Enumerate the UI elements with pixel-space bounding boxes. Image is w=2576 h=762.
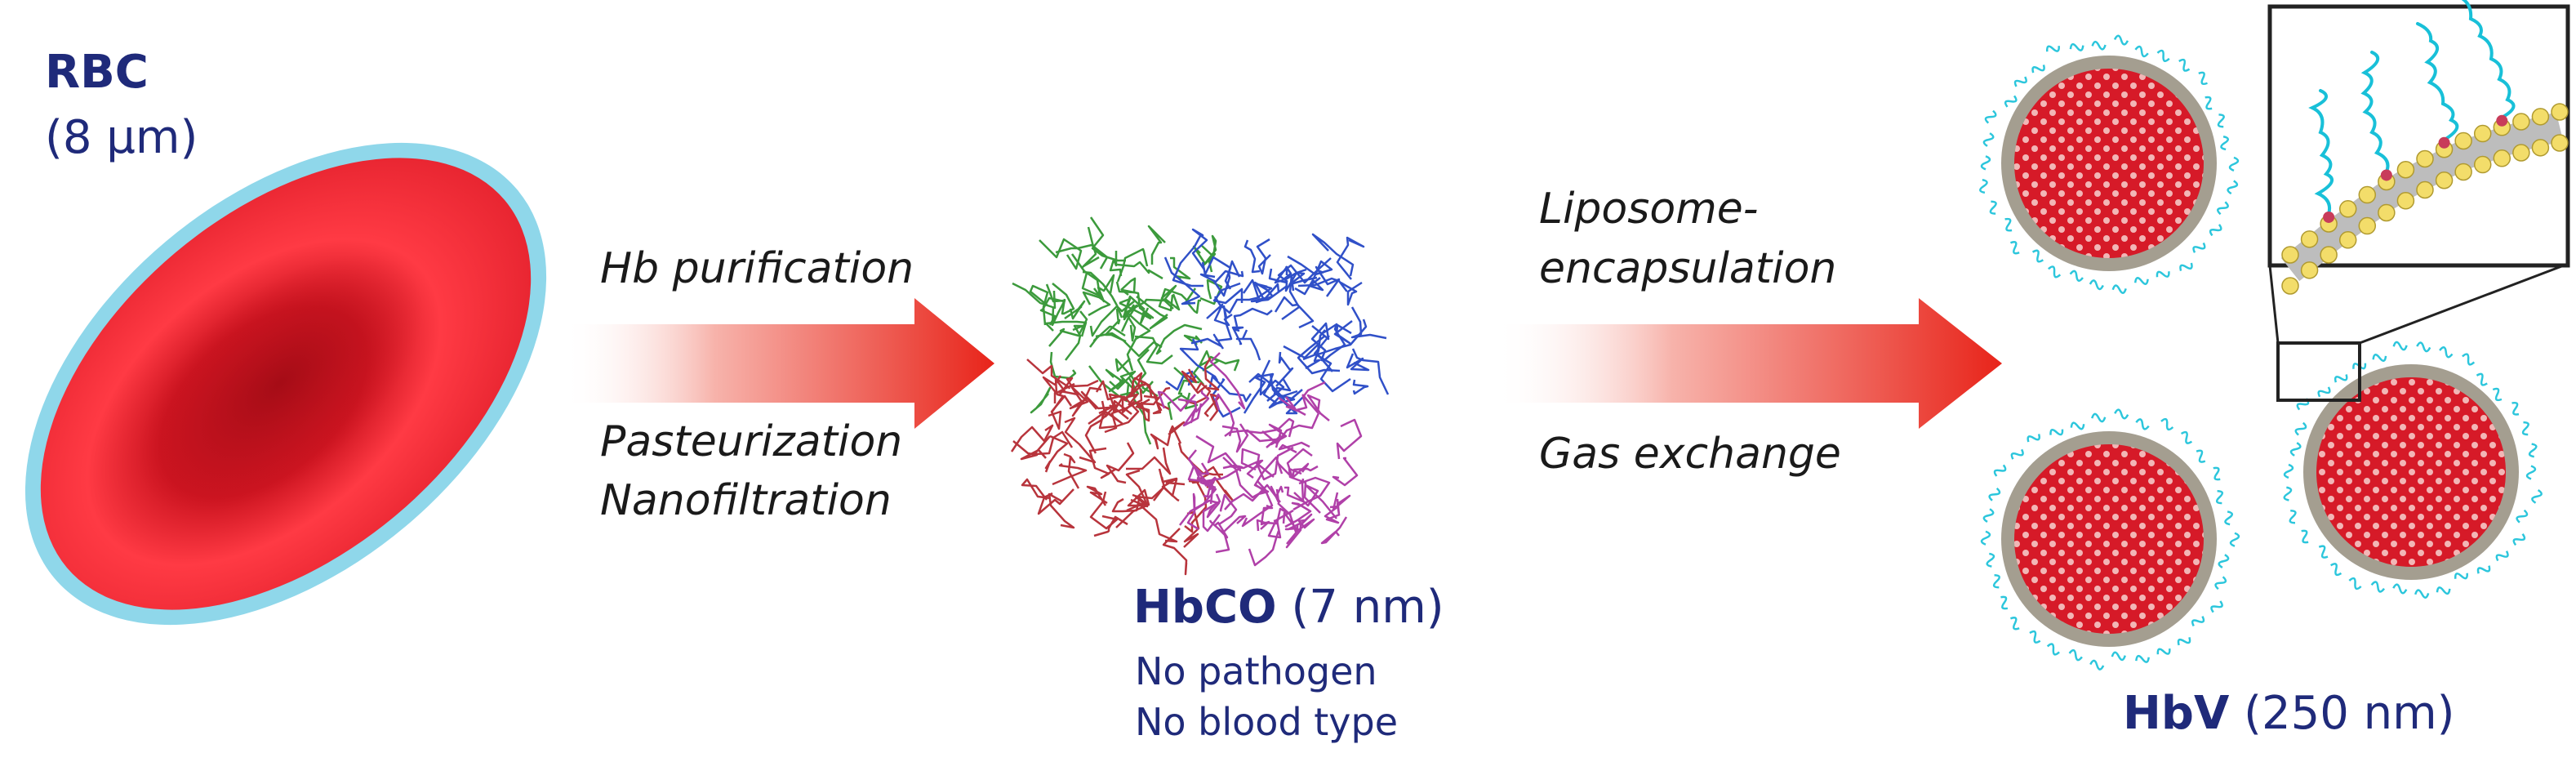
hbv-vesicle-3	[2283, 341, 2543, 599]
hbv-label: HbV (250 nm)	[2123, 686, 2455, 741]
hbco-name: HbCO	[1133, 581, 1277, 634]
zoom-line-left	[2268, 265, 2280, 344]
step1-above-label: Hb purification	[600, 244, 914, 293]
rbc-label: RBC	[45, 46, 149, 99]
zoom-source-box	[2276, 341, 2361, 402]
process-arrow-1	[563, 298, 994, 429]
step1-below-label-2: Nanofiltration	[600, 476, 892, 525]
process-arrow-2	[1494, 298, 2002, 429]
hbv-vesicle-1	[1979, 34, 2240, 294]
zoom-line-right	[2359, 264, 2565, 345]
step1-below-label-1: Pasteurization	[600, 417, 903, 466]
rbc-size: (8 μm)	[45, 111, 198, 164]
hbv-size: (250 nm)	[2229, 687, 2455, 740]
hbv-vesicle-2	[1980, 408, 2240, 671]
hbco-note-2: No blood type	[1135, 700, 1399, 744]
step2-above-label-1: Liposome-	[1539, 185, 1759, 234]
membrane-inset	[2267, 0, 2570, 295]
hbco-label: HbCO (7 nm)	[1133, 580, 1444, 635]
red-blood-cell	[24, 142, 547, 626]
hbv-name: HbV	[2123, 687, 2230, 740]
step2-below-label: Gas exchange	[1539, 430, 1841, 479]
hbco-size: (7 nm)	[1276, 581, 1444, 634]
step2-above-label-2: encapsulation	[1539, 244, 1837, 293]
hbco-note-1: No pathogen	[1135, 649, 1377, 693]
hbco-molecule	[1010, 216, 1390, 576]
